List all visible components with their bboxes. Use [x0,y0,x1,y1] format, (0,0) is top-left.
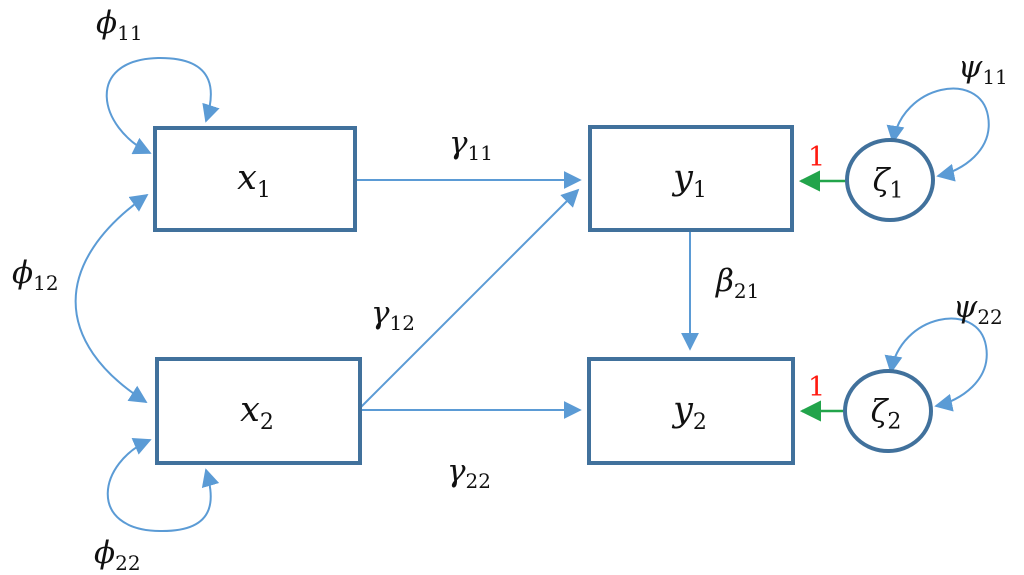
phi22-label: ϕ22 [94,535,141,575]
gamma22-label: γ22 [447,453,491,494]
x2-box [155,357,362,465]
y1-label: y1 [673,158,707,204]
gamma12-label: γ12 [371,295,415,336]
gamma12-path-x2-to-y1 [359,188,580,409]
x2-label: x2 [240,390,274,436]
zeta1-circle [845,138,935,222]
phi12-label: ϕ12 [12,255,59,296]
psi11-variance-arrow [886,87,990,182]
zeta2-circle [843,369,933,453]
zeta2-loading-value: 1 [808,372,826,403]
beta21-label: β21 [716,263,760,304]
psi22-variance-arrow [884,317,988,412]
zeta2-label: ζ2 [870,393,902,435]
y1-box [588,125,794,232]
x1-box [153,126,357,232]
zeta1-label: ζ1 [872,162,904,204]
phi11-label: ϕ11 [96,5,143,46]
psi11-label: ψ11 [958,49,1008,90]
phi22-variance-arrow [106,438,220,533]
psi22-label: ψ22 [953,289,1003,330]
gamma11-label: γ11 [449,125,493,166]
x1-label: x1 [237,158,271,204]
phi12-covariance-arrow [74,193,149,403]
y2-box [587,357,795,465]
phi11-variance-arrow [105,56,220,155]
zeta1-loading-value: 1 [808,142,826,173]
y2-label: y2 [673,390,707,436]
